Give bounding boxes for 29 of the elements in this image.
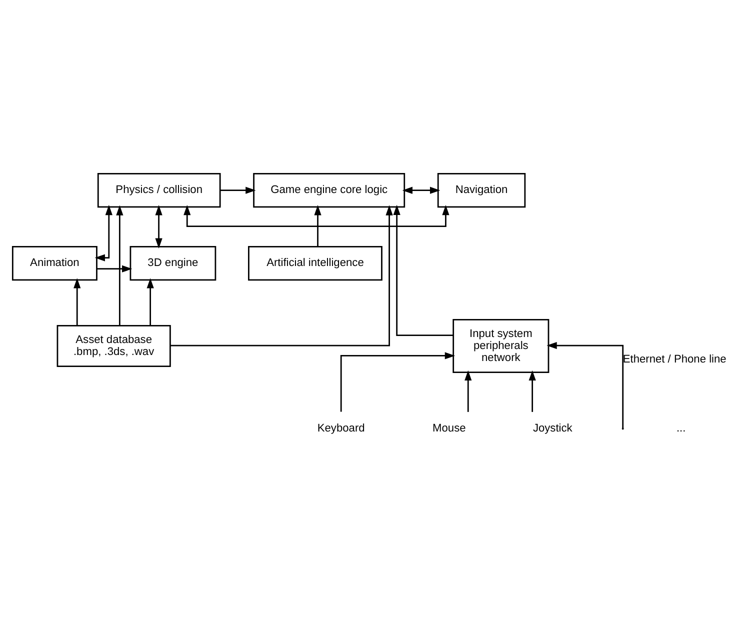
arrow — [393, 204, 454, 336]
node-text: Mouse — [432, 422, 466, 435]
arrow — [97, 265, 132, 272]
arrow — [155, 205, 162, 248]
node-box: Input system peripherals network — [452, 318, 550, 374]
arrow — [464, 370, 472, 412]
node-box: 3D engine — [130, 246, 216, 281]
node-box: Artificial intelligence — [248, 246, 382, 281]
edge-label: Ethernet / Phone line — [622, 353, 726, 366]
arrow — [528, 370, 536, 412]
arrow — [170, 205, 393, 346]
arrow — [116, 205, 124, 326]
node-box: Animation — [12, 246, 98, 281]
arrow — [546, 342, 624, 428]
node-text: Keyboard — [317, 422, 365, 435]
arrow — [184, 204, 450, 228]
node-box: Game engine core logic — [253, 173, 406, 208]
arrow — [146, 278, 154, 326]
arrow — [340, 352, 456, 412]
arrow — [74, 278, 81, 326]
node-box: Asset database .bmp, .3ds, .wav — [56, 324, 171, 367]
arrow — [314, 205, 322, 246]
node-box: Navigation — [437, 173, 526, 208]
arrow — [94, 204, 112, 262]
label: ... — [676, 422, 686, 435]
arrow — [402, 186, 440, 194]
node-text: Joystick — [532, 422, 572, 435]
node-box: Physics / collision — [97, 173, 221, 208]
arrow — [220, 186, 256, 194]
